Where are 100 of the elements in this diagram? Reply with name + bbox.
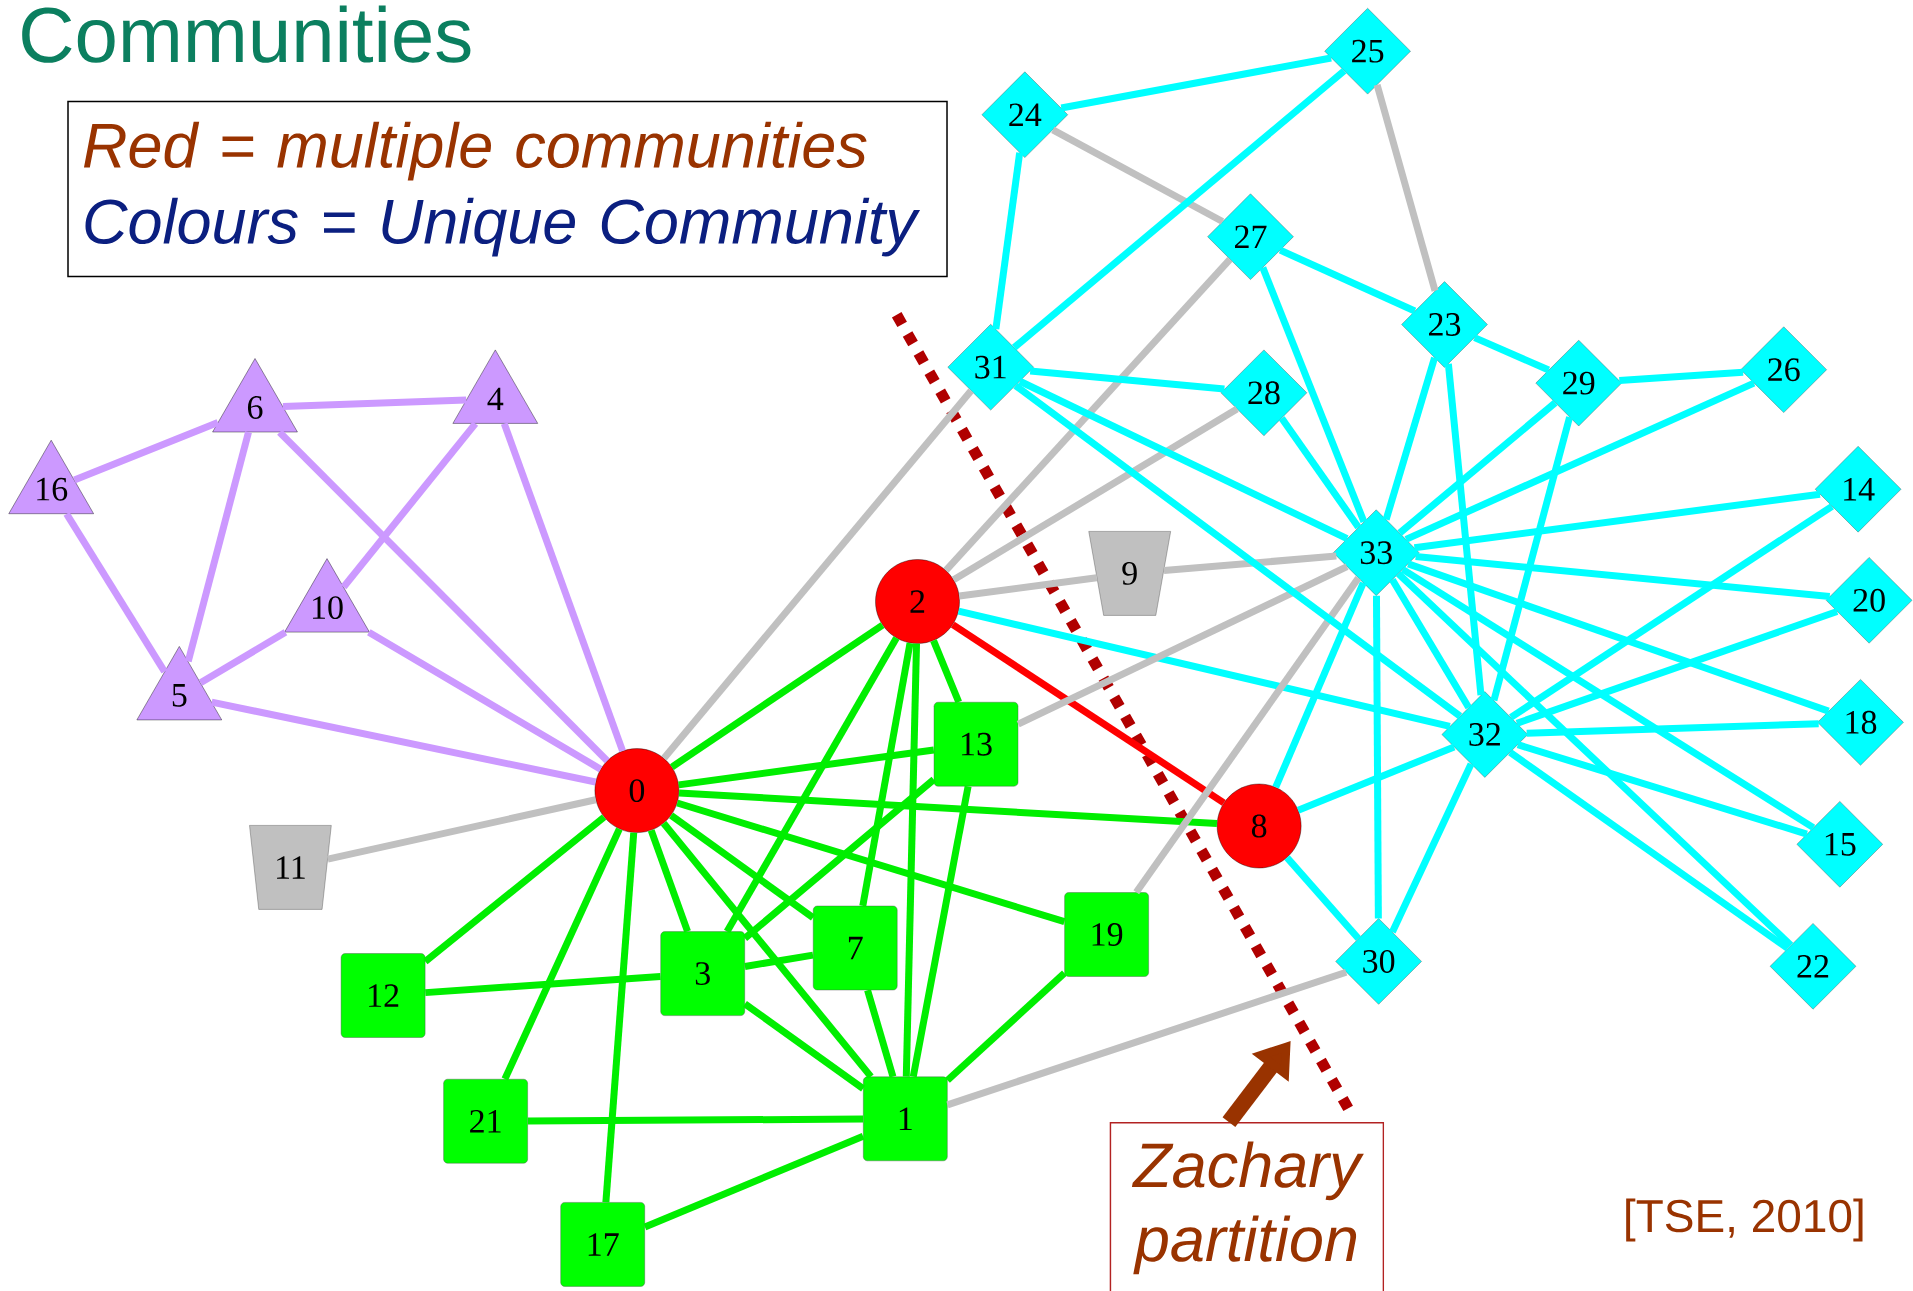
square-node: 19: [1064, 892, 1149, 977]
edge-line: [1389, 762, 1475, 934]
edge-line: [1508, 749, 1790, 952]
edge-line: [909, 785, 972, 1078]
diamond-node: 14: [1815, 446, 1902, 533]
diamond-node: 33: [1333, 509, 1420, 596]
edge-line: [1415, 553, 1831, 600]
diamond-node: 18: [1817, 679, 1904, 766]
edge-line: [282, 396, 467, 410]
square-node: 21: [443, 1079, 528, 1164]
edge-line: [1473, 334, 1551, 374]
edge-line: [602, 832, 638, 1203]
legend-box: Red = multiple communities Colours = Unique Community: [67, 100, 948, 278]
edge-line: [1515, 608, 1839, 727]
trapezoid-node: 11: [249, 825, 332, 910]
circle-node: 0: [594, 748, 680, 833]
edge-line: [1272, 581, 1367, 789]
edge-line: [1516, 741, 1808, 838]
square-node: 1: [863, 1076, 948, 1161]
diamond-node: 25: [1324, 8, 1411, 95]
edge-line: [501, 827, 623, 1081]
edge-line: [724, 636, 900, 934]
edge-line: [957, 607, 1451, 730]
edge-line: [660, 821, 874, 1079]
square-node: 3: [660, 931, 745, 1016]
edge-line: [198, 629, 288, 686]
edge-line: [945, 970, 1067, 1083]
edge-line: [1011, 68, 1347, 351]
edge-line: [277, 429, 610, 764]
edge-line: [643, 1133, 865, 1231]
edge-line: [647, 829, 691, 933]
diamond-node: 30: [1335, 918, 1422, 1005]
edge-line: [1397, 400, 1558, 536]
edge-line: [1508, 503, 1834, 721]
diamond-node: 29: [1535, 340, 1622, 427]
edge-line: [527, 1115, 864, 1125]
circle-node: 8: [1216, 783, 1302, 869]
triangle-node: 4: [452, 349, 538, 424]
edge-line: [742, 1000, 866, 1092]
triangle-node: 16: [8, 440, 94, 514]
square-node: 17: [560, 1202, 645, 1287]
edge-line: [1407, 560, 1830, 715]
edge-line: [943, 256, 1233, 573]
diamond-node: 20: [1826, 557, 1913, 644]
edge-line: [1013, 382, 1463, 719]
edge-line: [1163, 552, 1337, 575]
edge-line: [678, 746, 935, 789]
edge-line: [742, 776, 937, 941]
edge-line: [1382, 356, 1438, 521]
triangle-node: 6: [212, 358, 298, 433]
diamond-node: 32: [1441, 691, 1528, 778]
edge-line: [676, 799, 1066, 925]
square-node: 12: [340, 953, 426, 1038]
edge-line: [184, 431, 252, 663]
edge-line: [946, 968, 1348, 1109]
edge-line: [1029, 367, 1225, 393]
edge-line: [930, 639, 962, 704]
edge-line: [327, 796, 597, 863]
edge-line: [1278, 247, 1417, 315]
edge-line: [63, 512, 168, 674]
edge-line: [864, 989, 897, 1078]
edge-line: [661, 388, 974, 761]
edge-line: [958, 574, 1098, 600]
square-node: 7: [813, 905, 898, 991]
edge-line: [1404, 379, 1756, 543]
edge-line: [1018, 378, 1349, 542]
edge-line: [1490, 416, 1573, 702]
edge-line: [1373, 83, 1439, 292]
title: Communities: [22, 5, 471, 63]
diamond-node: 22: [1769, 923, 1857, 1010]
edge-line: [1259, 266, 1368, 524]
triangle-node: 10: [284, 558, 370, 633]
edge-line: [744, 951, 814, 970]
edge-line: [1444, 363, 1485, 696]
edge-line: [1389, 577, 1472, 710]
edge-line: [1413, 490, 1821, 552]
edge-line: [73, 419, 220, 484]
edge-line: [992, 152, 1024, 330]
edge-line: [1284, 855, 1361, 941]
diamond-node: 23: [1401, 281, 1488, 368]
edge-line: [1060, 54, 1332, 112]
citation: [TSE, 2010]: [1626, 1198, 1863, 1242]
edge-line: [859, 642, 914, 907]
edge-line: [1278, 416, 1362, 530]
diamond-node: 28: [1220, 349, 1308, 436]
edge-line: [950, 621, 1226, 806]
edge-line: [1051, 126, 1225, 225]
edge-line: [669, 812, 816, 921]
edge-line: [1133, 576, 1362, 895]
circle-node: 2: [875, 559, 960, 644]
edge-line: [425, 973, 661, 997]
edge-line: [500, 422, 626, 753]
diamond-node: 31: [947, 324, 1034, 411]
diamond-node: 27: [1207, 193, 1294, 280]
square-node: 13: [933, 702, 1019, 787]
edge-line: [367, 629, 603, 773]
edge-line: [902, 643, 920, 1077]
edge-line: [669, 622, 885, 770]
diamond-node: 24: [981, 71, 1068, 158]
edge-line: [1372, 595, 1382, 919]
